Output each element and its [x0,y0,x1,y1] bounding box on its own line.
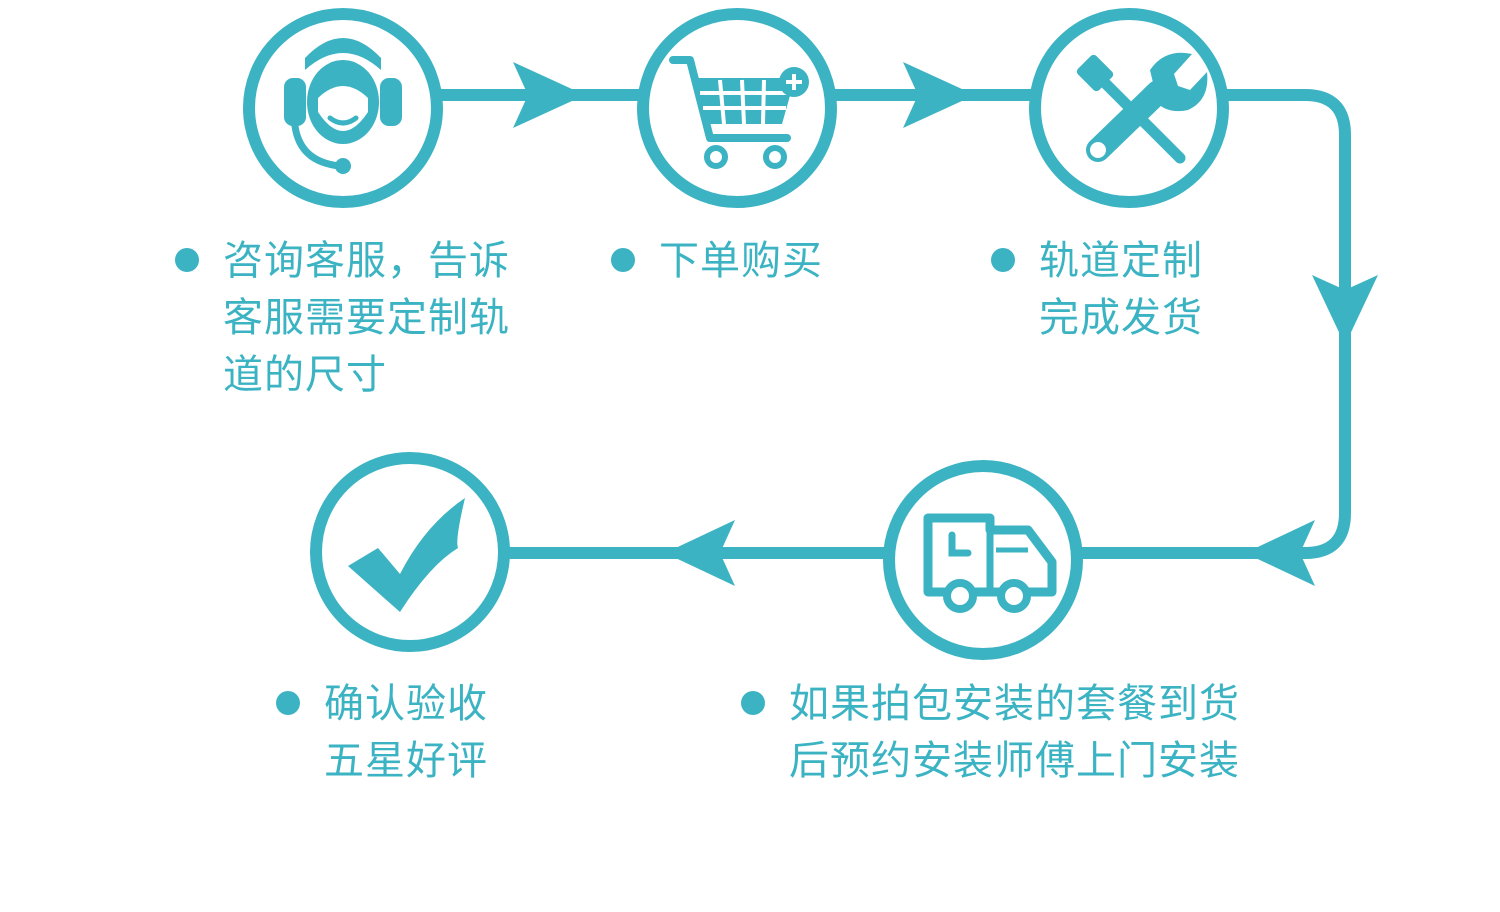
arrow-right-icon [513,62,585,128]
shopping-cart-icon [669,56,809,169]
step-description-consult: 咨询客服，告诉 客服需要定制轨 道的尺寸 [175,233,510,404]
bullet-icon [611,248,635,272]
step-text-line: 下单购买 [659,238,823,284]
step-circle-install [883,460,1083,660]
step-text-line: 客服需要定制轨 [223,295,510,341]
step-description-customize: 轨道定制 完成发货 [991,233,1203,347]
step-text-line: 轨道定制 [1039,238,1203,284]
checkmark-icon [348,498,465,612]
bullet-icon [276,691,300,715]
arrow-left-icon [665,520,735,586]
step-description-confirm: 确认验收 五星好评 [276,676,488,790]
step-text-line: 完成发货 [1039,295,1203,341]
step-text-line: 咨询客服，告诉 [223,238,510,284]
bullet-icon [175,248,199,272]
step-text-line: 后预约安装师傅上门安装 [789,738,1240,784]
wrench-screwdriver-icon [1076,52,1208,164]
step-description-install: 如果拍包安装的套餐到货 后预约安装师傅上门安装 [741,676,1240,790]
step-circle-confirm [310,452,510,652]
bullet-icon [741,691,765,715]
headset-agent-icon [284,38,402,174]
bullet-icon [991,248,1015,272]
step-text-line: 确认验收 [324,681,488,727]
arrow-left-icon [1245,520,1315,586]
step-text-line: 道的尺寸 [223,352,387,398]
arrow-down-icon [1312,275,1378,345]
arrow-right-icon [903,62,975,128]
step-text-line: 五星好评 [324,738,488,784]
delivery-truck-icon [923,513,1057,613]
step-text-line: 如果拍包安装的套餐到货 [789,681,1240,727]
step-description-order: 下单购买 [611,233,823,290]
